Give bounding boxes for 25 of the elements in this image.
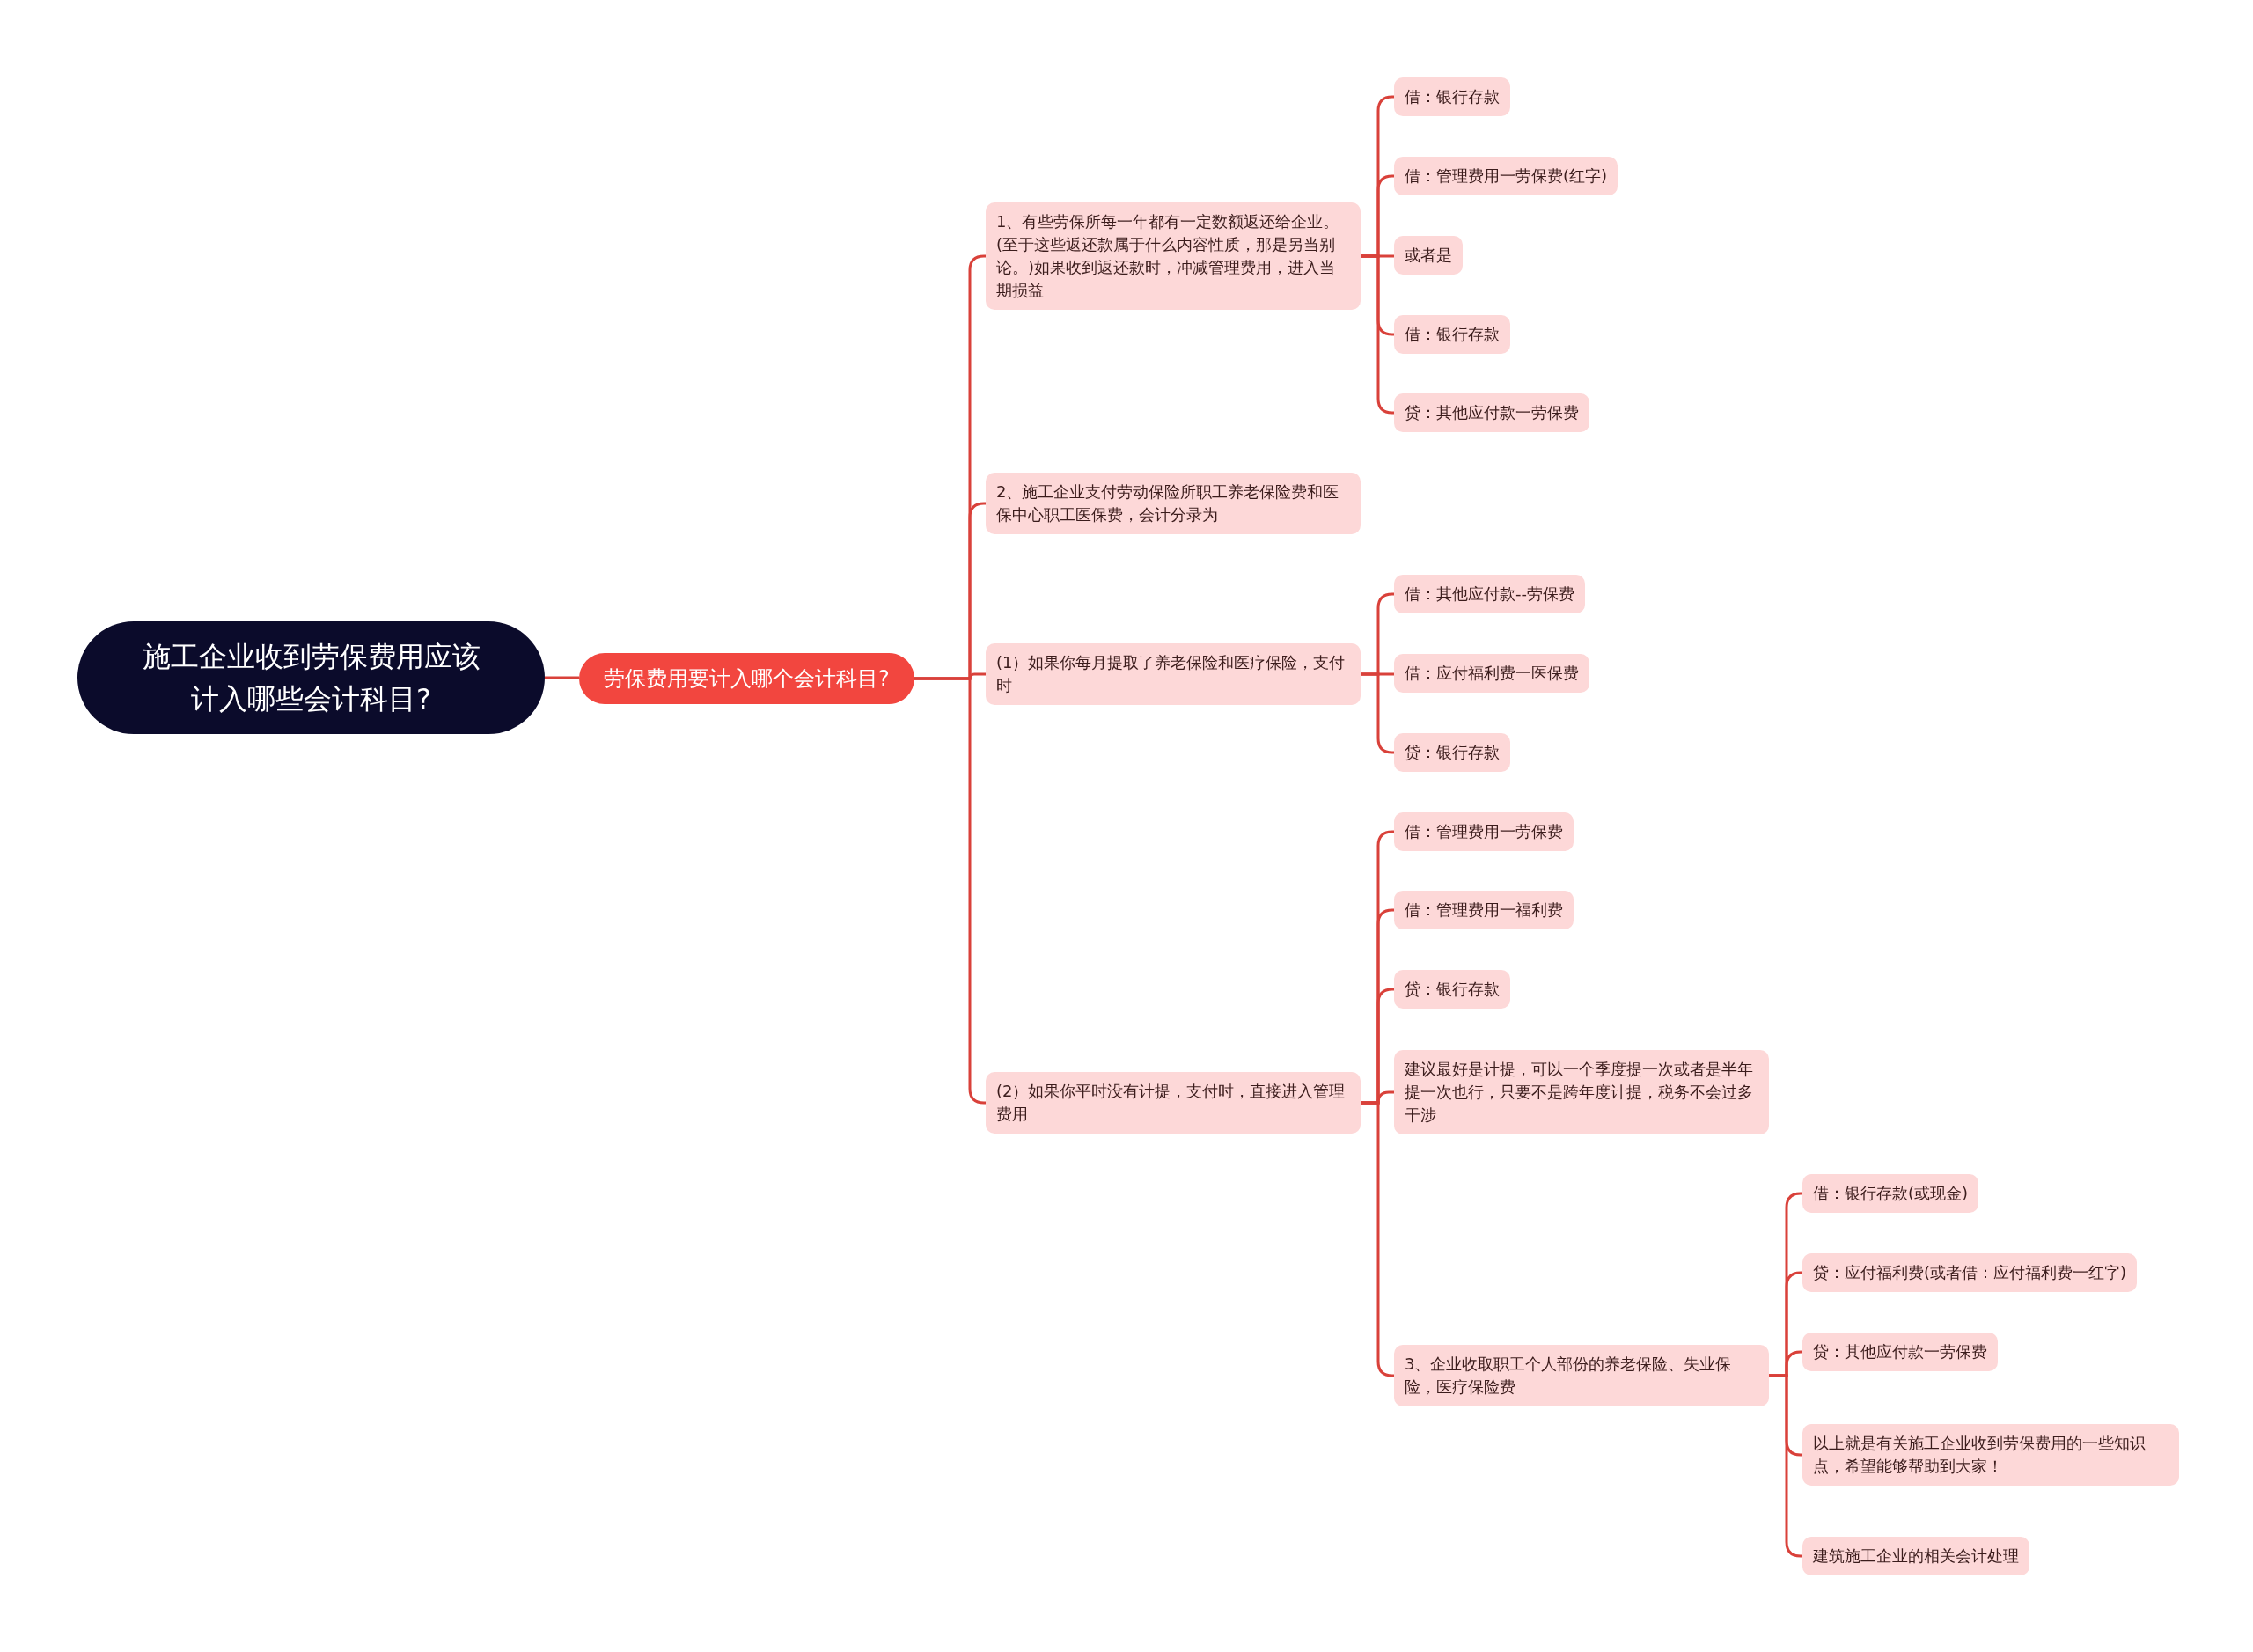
topic-box: 建议最好是计提，可以一个季度提一次或者是半年提一次也行，只要不是跨年度计提，税务不会过多干涉 (1394, 1050, 1769, 1134)
topic-box: (1）如果你每月提取了养老保险和医疗保险，支付时 (986, 643, 1361, 705)
topic-box: (2）如果你平时没有计提，支付时，直接进入管理费用 (986, 1072, 1361, 1134)
topic-box: 贷：其他应付款一劳保费 (1394, 393, 1589, 432)
topic-box: 或者是 (1394, 236, 1463, 275)
topic-box: 1、有些劳保所每一年都有一定数额返还给企业。(至于这些返还款属于什么内容性质，那是另当别论。)如果收到返还款时，冲减管理费用，进入当期损益 (986, 202, 1361, 310)
connector-line (545, 676, 579, 679)
central-topic: 施工企业收到劳保费用应该计入哪些会计科目? (77, 621, 545, 734)
topic-box: 贷：银行存款 (1394, 733, 1510, 772)
topic-box: 贷：应付福利费(或者借：应付福利费一红字) (1802, 1253, 2138, 1292)
topic-box: 借：银行存款 (1394, 77, 1510, 116)
topic-box: 借：管理费用一福利费 (1394, 891, 1574, 929)
topic-box: 借：管理费用一劳保费(红字) (1394, 157, 1618, 195)
topic-box: 建筑施工企业的相关会计处理 (1802, 1537, 2029, 1575)
topic-box: 借：管理费用一劳保费 (1394, 812, 1574, 851)
topic-box: 贷：其他应付款一劳保费 (1802, 1333, 1998, 1371)
topic-box: 借：银行存款 (1394, 315, 1510, 354)
topic-box: 借：银行存款(或现金) (1802, 1174, 1979, 1213)
topic-box: 以上就是有关施工企业收到劳保费用的一些知识点，希望能够帮助到大家！ (1802, 1424, 2179, 1486)
topic-box: 借：应付福利费一医保费 (1394, 654, 1589, 693)
main-topic: 劳保费用要计入哪个会计科目? (579, 653, 914, 704)
topic-box: 2、施工企业支付劳动保险所职工养老保险费和医保中心职工医保费，会计分录为 (986, 473, 1361, 534)
topic-box: 贷：银行存款 (1394, 970, 1510, 1009)
topic-box: 借：其他应付款--劳保费 (1394, 575, 1585, 613)
topic-box: 3、企业收取职工个人部份的养老保险、失业保险，医疗保险费 (1394, 1345, 1769, 1406)
